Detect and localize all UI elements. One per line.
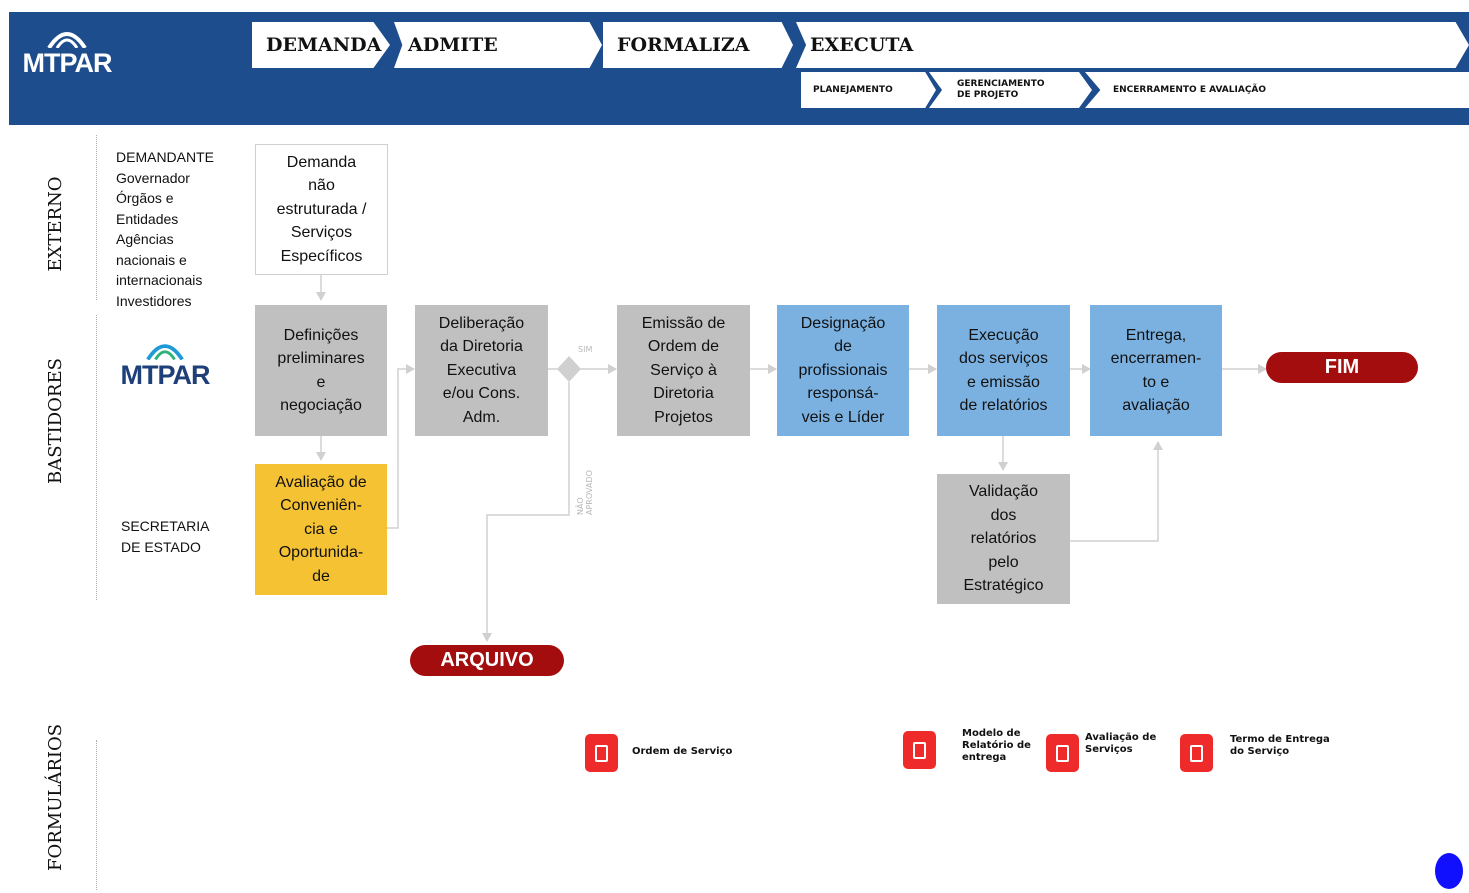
document-icon[interactable]	[1046, 734, 1079, 772]
box-validacao: Validação dos relatórios pelo Estratégic…	[937, 474, 1070, 604]
box-designacao: Designação de profissionais responsá- ve…	[777, 305, 909, 436]
stage-executa: EXECUTA	[796, 22, 1469, 68]
substage-planejamento: PLANEJAMENTO	[801, 72, 936, 108]
decision-no-label: NÃO APROVADO	[576, 470, 594, 515]
form-label-avaliacao-servicos: Avaliação de Serviços	[1085, 732, 1157, 755]
box-entrega: Entrega, encerramen- to e avaliação	[1090, 305, 1222, 436]
box-deliberacao: Deliberação da Diretoria Executiva e/ou …	[415, 305, 548, 436]
terminal-arquivo: ARQUIVO	[410, 645, 564, 676]
mtpar-logo-lane: MTPAR	[117, 338, 213, 391]
arch-icon	[146, 344, 184, 360]
actor-secretaria: SECRETARIA DE ESTADO	[121, 518, 210, 555]
form-label-modelo-relatorio: Modelo de Relatório de entrega	[962, 728, 1031, 763]
box-definicoes: Definições preliminares e negociação	[255, 305, 387, 436]
lane-bracket-externo	[96, 135, 97, 300]
box-execucao: Execução dos serviços e emissão de relat…	[937, 305, 1070, 436]
substage-encerramento: ENCERRAMENTO E AVALIAÇÃO	[1085, 72, 1469, 108]
form-label-ordem-servico: Ordem de Serviço	[632, 746, 733, 757]
stage-admite: ADMITE	[394, 22, 602, 68]
document-icon[interactable]	[903, 731, 936, 769]
arch-icon	[47, 32, 87, 48]
stage-formaliza: FORMALIZA	[603, 22, 793, 68]
box-demanda: Demanda não estruturada / Serviços Espec…	[255, 144, 388, 275]
box-emissao: Emissão de Ordem de Serviço à Diretoria …	[617, 305, 750, 436]
stage-demanda: DEMANDA	[252, 22, 390, 68]
logo-text: MTPAR	[22, 48, 113, 78]
decision-diamond	[557, 356, 581, 382]
header-banner: MTPAR DEMANDA ADMITE FORMALIZA EXECUTA P…	[9, 12, 1469, 125]
decision-yes-label: SIM	[578, 345, 593, 354]
document-icon[interactable]	[585, 734, 618, 772]
actor-demandante: DEMANDANTE Governador Órgãos e Entidades…	[116, 149, 215, 309]
substage-gerenciamento: GERENCIAMENTO DE PROJETO	[929, 72, 1092, 108]
document-icon[interactable]	[1180, 734, 1213, 772]
box-avaliacao: Avaliação de Conveniên- cia e Oportunida…	[255, 464, 387, 595]
lane-bracket-formularios	[96, 740, 97, 890]
mtpar-logo: MTPAR	[21, 26, 113, 79]
lane-bracket-bastidores	[96, 315, 97, 600]
logo-text: MTPAR	[120, 360, 211, 390]
terminal-fim: FIM	[1266, 352, 1418, 383]
status-dot	[1435, 853, 1463, 889]
form-label-termo-entrega: Termo de Entrega do Serviço	[1230, 734, 1330, 757]
